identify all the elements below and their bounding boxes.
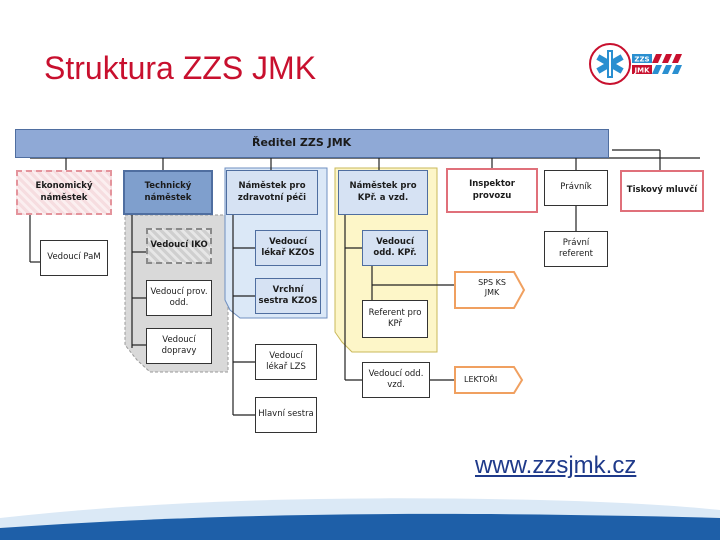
- zzs-jmk-logo: ZZS JMK: [589, 43, 682, 85]
- head-iko-box: Vedoucí IKO: [146, 228, 212, 264]
- lawyer-box: Právník: [544, 170, 608, 206]
- spokesperson-box: Tiskový mluvčí: [620, 170, 704, 212]
- director-box: Ředitel ZZS JMK: [15, 129, 609, 158]
- sps-arrow-shape: [454, 271, 526, 309]
- page-title: Struktura ZZS JMK: [44, 50, 317, 86]
- inspector-box: Inspektor provozu: [446, 168, 538, 213]
- head-transport-box: Vedoucí dopravy: [146, 328, 212, 364]
- economic-deputy-box: Ekonomický náměstek: [16, 170, 112, 215]
- website-link[interactable]: www.zzsjmk.cz: [475, 452, 637, 479]
- head-pam-box: Vedoucí PaM: [40, 240, 108, 276]
- chief-nurse-box: Hlavní sestra: [255, 397, 317, 433]
- head-doctor-lzs-box: Vedoucí lékař LZS: [255, 344, 317, 380]
- logo-text-bottom: JMK: [634, 67, 651, 75]
- sps-ks-label: SPS KS JMK: [478, 278, 506, 298]
- medical-deputy-box: Náměstek pro zdravotní péči: [226, 170, 318, 215]
- logo-stripes-icon: [652, 54, 682, 74]
- referent-kpr-box: Referent pro KPř: [362, 300, 428, 338]
- kpr-deputy-box: Náměstek pro KPř. a vzd.: [338, 170, 428, 215]
- footer-wave: [0, 498, 720, 540]
- head-edu-box: Vedoucí odd. vzd.: [362, 362, 430, 398]
- head-prov-box: Vedoucí prov. odd.: [146, 280, 212, 316]
- head-nurse-kzos-box: Vrchní sestra KZOS: [255, 278, 321, 314]
- lektori-arrow-shape: [454, 366, 524, 394]
- legal-referent-box: Právní referent: [544, 231, 608, 267]
- head-doctor-kzos-box: Vedoucí lékař KZOS: [255, 230, 321, 266]
- lecturer-label: LEKTOŘI: [464, 375, 498, 384]
- logo-ring: [589, 43, 631, 85]
- technical-deputy-box: Technický náměstek: [123, 170, 213, 215]
- head-kpr-box: Vedoucí odd. KPř.: [362, 230, 428, 266]
- logo-text-top: ZZS: [634, 56, 649, 64]
